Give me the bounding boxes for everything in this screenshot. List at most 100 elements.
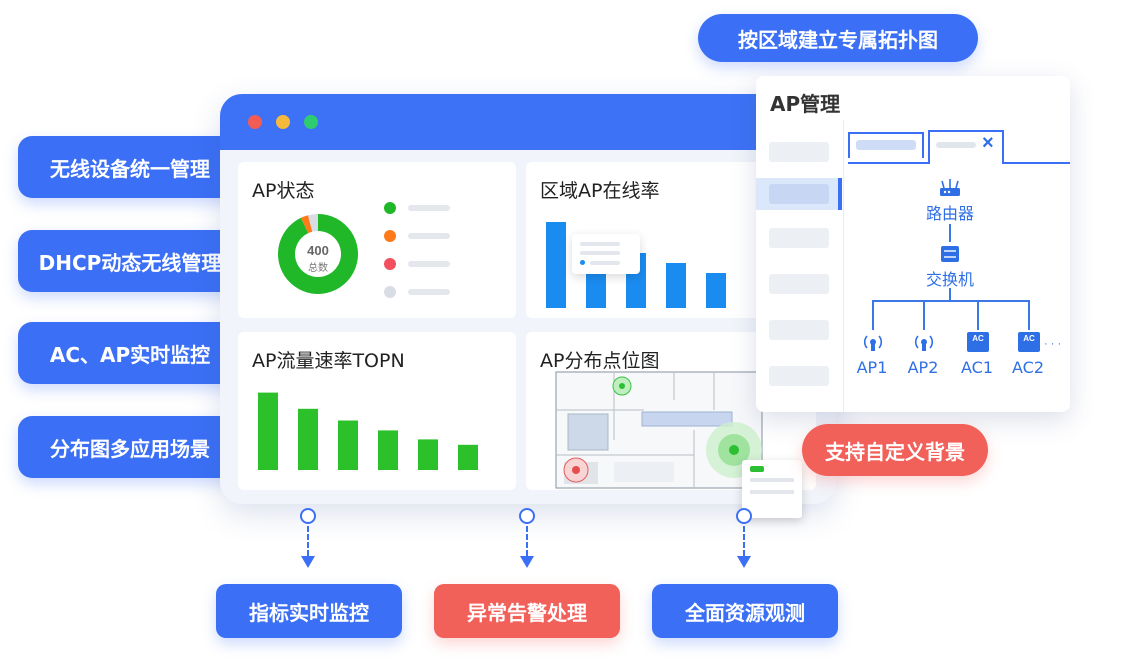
device-label-ac1: AC1	[960, 358, 993, 377]
tab-item-bar	[856, 140, 916, 150]
tab-close-icon[interactable]: ×	[982, 132, 994, 154]
sidebar-item[interactable]	[769, 320, 829, 340]
legend-dot-gray	[384, 286, 396, 298]
region-tooltip	[572, 234, 640, 274]
link-drop	[977, 300, 979, 330]
ap-status-card: AP状态 400 总数	[238, 162, 516, 318]
more-devices: · · ·	[1044, 338, 1062, 350]
distribution-title: AP分布点位图	[540, 350, 660, 372]
tooltip-line	[580, 251, 620, 255]
donut-total-label: 总数	[308, 263, 328, 274]
tab-active-bar	[936, 142, 976, 148]
tag-dhcp-management: DHCP动态无线管理	[18, 230, 242, 292]
tooltip-line	[590, 261, 620, 265]
traffic-title: AP流量速率TOPN	[252, 350, 405, 372]
region-online-title: 区域AP在线率	[540, 180, 660, 202]
sidebar-item[interactable]	[769, 366, 829, 386]
bar	[298, 408, 318, 470]
traffic-chart	[258, 392, 478, 470]
tooltip-dot	[580, 260, 585, 265]
connector-ring	[300, 508, 316, 524]
tab-strip: ×	[844, 120, 1070, 164]
legend-dot-red	[384, 258, 396, 270]
tag-resource-observe: 全面资源观测	[652, 584, 838, 638]
device-label-ac2: AC2	[1011, 358, 1044, 377]
ap1-wifi-icon	[863, 335, 883, 351]
popup-line	[750, 490, 794, 494]
connector-arrow-icon	[301, 556, 315, 568]
distribution-card: AP分布点位图	[526, 332, 816, 490]
connector-arrow-icon	[520, 556, 534, 568]
tag-custom-background: 支持自定义背景	[802, 424, 988, 476]
connector-ring	[519, 508, 535, 524]
bar	[258, 392, 278, 470]
ac2-badge: AC	[1023, 334, 1035, 343]
sidebar-item[interactable]	[769, 142, 829, 162]
link-bus	[872, 300, 1030, 302]
ap-status-donut	[278, 214, 358, 294]
router-icon	[940, 179, 960, 196]
minimize-dot[interactable]	[276, 115, 290, 129]
link-drop	[872, 300, 874, 330]
tag-distribution-scenes: 分布图多应用场景	[18, 416, 242, 478]
router-label: 路由器	[925, 204, 974, 223]
sidebar-item[interactable]	[769, 228, 829, 248]
dashboard-window: AP状态 400 总数 区域AP在线率 AP流量速率TOPN AP分布点位图	[220, 94, 836, 504]
tag-alert-handling: 异常告警处理	[434, 584, 620, 638]
window-titlebar	[220, 94, 836, 150]
connector-line	[307, 526, 309, 556]
legend-dot-orange	[384, 230, 396, 242]
bar	[546, 222, 566, 308]
popup-badge	[750, 466, 764, 472]
legend-placeholder	[408, 205, 450, 211]
tag-unified-management: 无线设备统一管理	[18, 136, 242, 198]
device-label-ap1: AP1	[856, 358, 888, 377]
ap-point-core	[619, 383, 625, 389]
room-block	[614, 462, 674, 482]
close-dot[interactable]	[248, 115, 262, 129]
ap-management-panel: AP管理 × 路由器 交换机	[756, 76, 1070, 412]
ap-point-core	[729, 445, 739, 455]
bar	[666, 263, 686, 308]
sidebar-active-indicator	[838, 178, 842, 210]
tab-baseline	[1002, 162, 1070, 164]
bar	[338, 420, 358, 470]
ac2-icon: AC	[1018, 332, 1040, 352]
legend-placeholder	[408, 261, 450, 267]
connector-arrow-icon	[737, 556, 751, 568]
popup-line	[750, 478, 794, 482]
switch-icon	[941, 246, 959, 262]
map-info-popup	[742, 460, 802, 518]
sidebar-item[interactable]	[769, 274, 829, 294]
ap-status-title: AP状态	[252, 180, 315, 202]
donut-total-value: 400	[307, 243, 329, 258]
traffic-card: AP流量速率TOPN	[238, 332, 516, 490]
ap-panel-title: AP管理	[770, 92, 841, 116]
link-drop	[1028, 300, 1030, 330]
floor-plan-map	[555, 371, 763, 489]
room-block	[567, 413, 609, 451]
bar	[458, 444, 478, 470]
connector-line	[526, 526, 528, 556]
bar	[706, 273, 726, 308]
device-label-ap2: AP2	[907, 358, 939, 377]
link-switch-bus	[949, 288, 951, 300]
tooltip-line	[580, 242, 620, 246]
switch-label: 交换机	[925, 270, 974, 289]
connector-ring	[736, 508, 752, 524]
ac1-icon: AC	[967, 332, 989, 352]
desk-row	[641, 411, 733, 427]
bar	[378, 430, 398, 470]
bar	[418, 439, 438, 470]
ac1-badge: AC	[972, 334, 984, 343]
tag-metric-monitor: 指标实时监控	[216, 584, 402, 638]
tab-baseline	[848, 162, 928, 164]
tag-realtime-monitor: AC、AP实时监控	[18, 322, 242, 384]
legend-placeholder	[408, 233, 450, 239]
maximize-dot[interactable]	[304, 115, 318, 129]
link-router-switch	[949, 224, 951, 242]
tag-topology: 按区域建立专属拓扑图	[698, 14, 978, 62]
ap2-wifi-icon	[914, 335, 934, 351]
ap-point-core	[572, 466, 580, 474]
legend-placeholder	[408, 289, 450, 295]
